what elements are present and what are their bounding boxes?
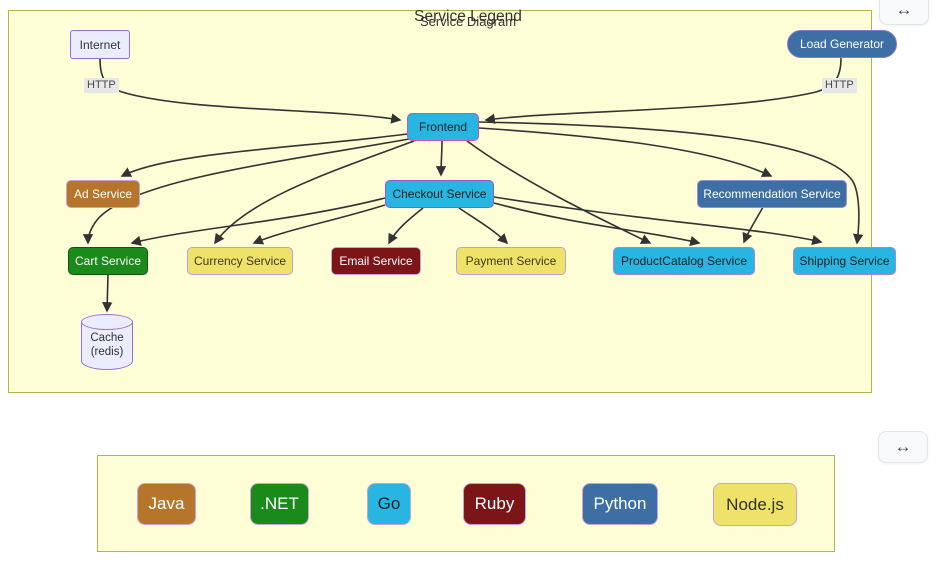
node-payment-service: Payment Service	[456, 247, 566, 275]
node-load-generator: Load Generator	[787, 30, 897, 58]
legend-title: Service Legend	[414, 8, 522, 25]
node-internet: Internet	[70, 30, 130, 59]
legend-item-go: Go	[367, 483, 411, 525]
node-cache-redis: Cache (redis)	[81, 314, 133, 378]
resize-horizontal-icon: ↔	[894, 437, 912, 456]
node-shipping-service: Shipping Service	[793, 247, 896, 275]
cache-label-line1: Cache	[90, 332, 124, 344]
node-currency-service: Currency Service	[187, 247, 293, 275]
node-checkout-service: Checkout Service	[385, 180, 494, 208]
node-frontend: Frontend	[407, 113, 479, 141]
node-cart-service: Cart Service	[68, 247, 148, 275]
legend-item-nodejs: Node.js	[713, 483, 797, 526]
node-email-service: Email Service	[331, 247, 421, 275]
cylinder-body	[81, 322, 133, 370]
expand-legend-button[interactable]: ↔	[878, 431, 928, 463]
http-edge-label-left: HTTP	[84, 78, 119, 93]
node-recommendation-service: Recommendation Service	[697, 180, 847, 208]
legend-item-dotnet: .NET	[250, 483, 309, 525]
legend-item-python: Python	[582, 483, 658, 525]
legend-item-ruby: Ruby	[463, 483, 526, 525]
cache-label: Cache (redis)	[81, 331, 133, 359]
legend-item-java: Java	[137, 483, 196, 525]
http-edge-label-right: HTTP	[822, 78, 857, 93]
diagram-title: Service Diagram	[419, 14, 517, 29]
node-productcatalog-service: ProductCatalog Service	[613, 247, 755, 275]
resize-horizontal-icon: ↔	[895, 0, 913, 19]
cylinder-top	[81, 314, 133, 330]
expand-diagram-button[interactable]: ↔	[879, 0, 929, 25]
cache-label-line2: (redis)	[90, 346, 124, 358]
node-ad-service: Ad Service	[66, 180, 140, 208]
